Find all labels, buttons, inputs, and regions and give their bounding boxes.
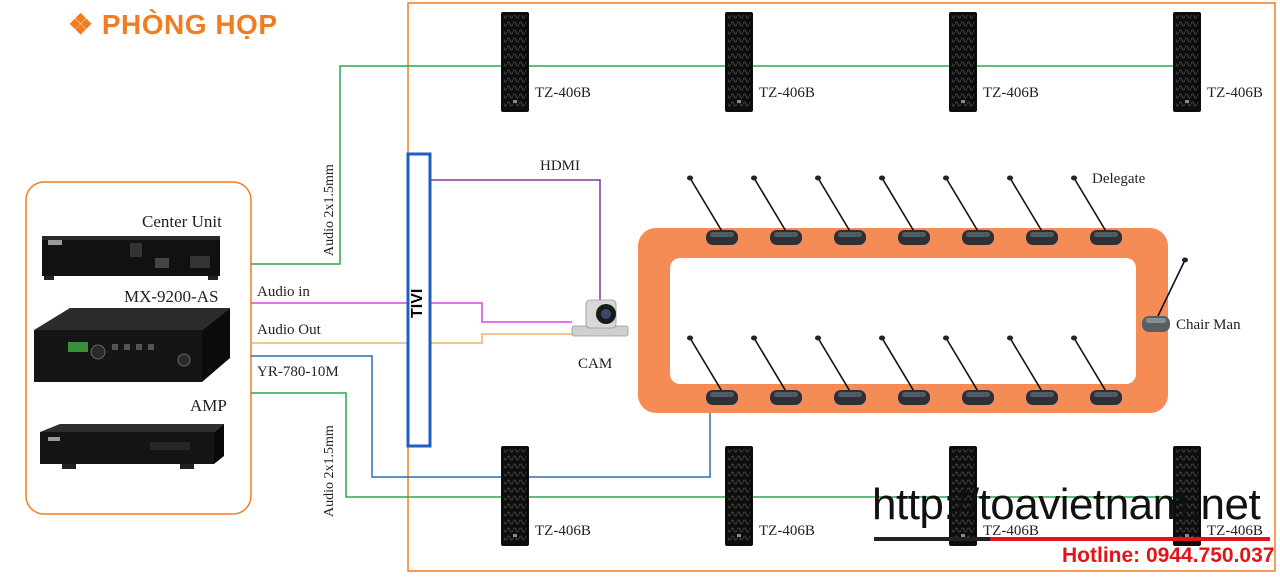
hdmi-label: HDMI — [540, 158, 580, 174]
speaker-label: TZ-406B — [535, 523, 591, 539]
speaker-label: TZ-406B — [759, 85, 815, 101]
delegate-label: Delegate — [1092, 171, 1146, 187]
audio-top-label: Audio 2x1.5mm — [322, 164, 337, 256]
audio-bottom-label: Audio 2x1.5mm — [322, 425, 337, 517]
amp-label: AMP — [190, 396, 227, 415]
cable-label: YR-780-10M — [257, 364, 339, 380]
wire-hdmi — [430, 179, 601, 310]
mixer-label: MX-9200-AS — [124, 287, 219, 306]
audio-out-label: Audio Out — [257, 322, 321, 338]
chairman-label: Chair Man — [1176, 317, 1241, 333]
watermark-hotline: Hotline: 0944.750.037 — [1062, 544, 1275, 567]
tivi-screen — [406, 152, 432, 448]
speaker-label: TZ-406B — [535, 85, 591, 101]
wire-audio-out — [251, 333, 572, 344]
speakers-top — [501, 12, 1201, 112]
watermark-url: http://toavietnam.net — [872, 480, 1261, 529]
chairman-mic — [1142, 257, 1188, 332]
camera-label: CAM — [578, 356, 613, 372]
equipment-rack — [25, 181, 252, 515]
tivi-label: TIVI — [409, 288, 426, 318]
speaker-label: TZ-406B — [1207, 85, 1263, 101]
camera-device — [571, 299, 629, 337]
mixer-device — [34, 308, 230, 382]
wire-yr780 — [251, 355, 711, 478]
audio-in-label: Audio in — [257, 284, 310, 300]
wire-audio-in — [251, 302, 572, 323]
wire-audio-bottom — [251, 392, 1190, 498]
page-title: ❖ PHÒNG HỌP — [68, 9, 278, 40]
amp-device — [40, 424, 224, 469]
speaker-label: TZ-406B — [1207, 523, 1263, 539]
speaker-label: TZ-406B — [759, 523, 815, 539]
center-unit-label: Center Unit — [142, 212, 222, 231]
speaker-label: TZ-406B — [983, 85, 1039, 101]
center-unit-device — [42, 236, 220, 280]
wire-audio-top — [251, 65, 1190, 265]
speaker-label: TZ-406B — [983, 523, 1039, 539]
